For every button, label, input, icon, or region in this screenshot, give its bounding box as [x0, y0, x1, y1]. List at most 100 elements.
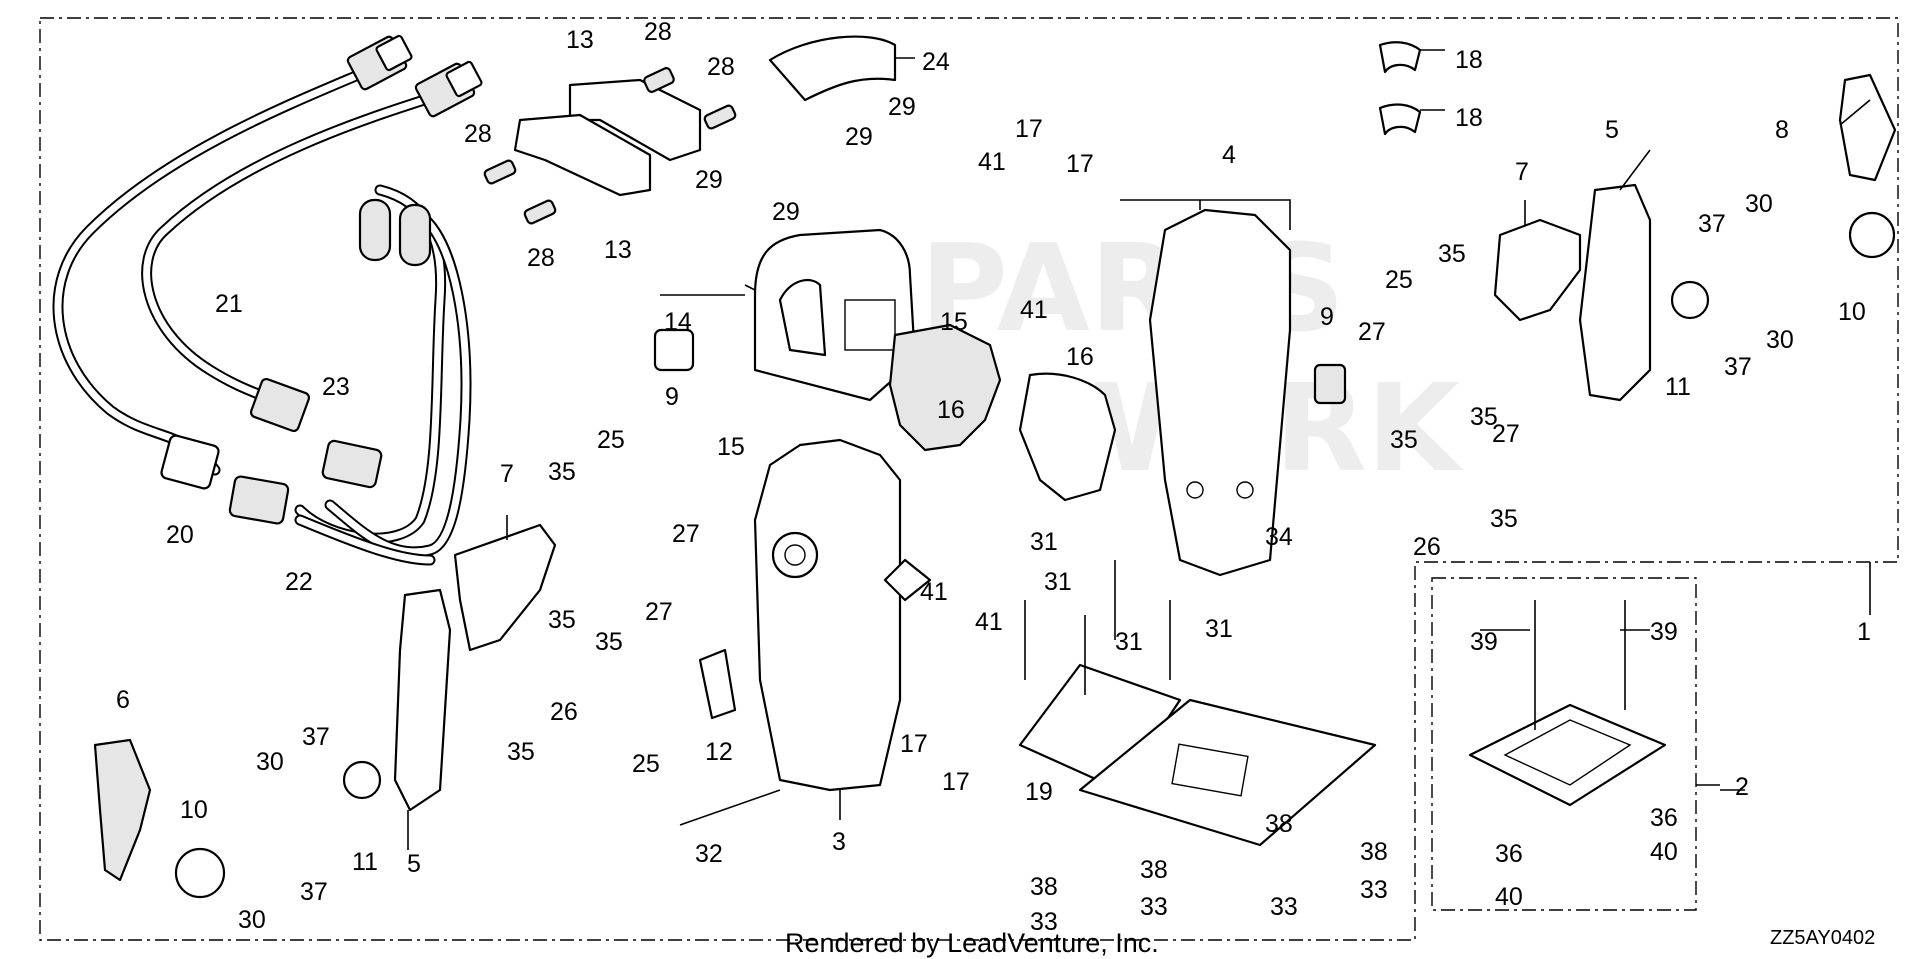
bracket-13-group: [483, 67, 737, 225]
part-11-right: [1670, 280, 1710, 320]
label-41d: 41: [975, 608, 1003, 636]
label-11a: 11: [352, 848, 378, 876]
label-8: 8: [1775, 116, 1789, 144]
label-39b: 39: [1650, 618, 1678, 646]
label-28c: 28: [464, 120, 492, 148]
label-41c: 41: [920, 578, 948, 606]
label-30b: 30: [238, 906, 266, 934]
label-26a: 26: [550, 698, 578, 726]
label-21: 21: [215, 290, 243, 318]
part-10-right: [1848, 211, 1896, 259]
label-29c: 29: [695, 166, 723, 194]
part-14-cover: [753, 228, 917, 402]
label-35h: 35: [1490, 505, 1518, 533]
label-31b: 31: [1044, 568, 1072, 596]
label-4: 4: [1222, 141, 1236, 169]
label-17c: 17: [900, 730, 928, 758]
leader-lines: [407, 49, 1871, 850]
label-27d: 27: [1492, 420, 1520, 448]
label-25c: 25: [632, 750, 660, 778]
label-35e: 35: [1438, 240, 1466, 268]
label-20: 20: [166, 521, 194, 549]
label-23: 23: [322, 373, 350, 401]
part-11-left: [342, 760, 382, 800]
label-10b: 10: [1838, 298, 1866, 326]
label-31c: 31: [1115, 628, 1143, 656]
label-37d: 37: [1724, 353, 1752, 381]
label-38b: 38: [1140, 856, 1168, 884]
label-35b: 35: [548, 606, 576, 634]
label-36a: 36: [1650, 804, 1678, 832]
label-28d: 28: [527, 244, 555, 272]
label-18a: 18: [1455, 46, 1483, 74]
label-3: 3: [832, 828, 846, 856]
bolts-31-39: [679, 560, 1626, 826]
part-7-right: [1493, 218, 1582, 322]
label-28a: 28: [644, 18, 672, 46]
part-12: [698, 648, 737, 720]
label-33b: 33: [1140, 893, 1168, 921]
part-5-right: [1578, 183, 1652, 402]
part-10-left: [174, 847, 226, 899]
label-38d: 38: [1360, 838, 1388, 866]
part-18-a: [1378, 41, 1422, 74]
label-5b: 5: [1605, 116, 1619, 144]
part-9-right: [1313, 363, 1347, 405]
label-39a: 39: [1470, 628, 1498, 656]
label-7b: 7: [1515, 158, 1529, 186]
label-27b: 27: [645, 598, 673, 626]
label-37c: 37: [1698, 210, 1726, 238]
label-30a: 30: [256, 748, 284, 776]
label-15b: 15: [717, 433, 745, 461]
label-10a: 10: [180, 796, 208, 824]
plate: [1078, 698, 1377, 847]
label-35d: 35: [507, 738, 535, 766]
wire-harness-group: [52, 34, 483, 566]
part-8: [1838, 73, 1897, 182]
label-30c: 30: [1745, 190, 1773, 218]
label-29a: 29: [888, 93, 916, 121]
label-35c: 35: [595, 628, 623, 656]
outer-frame: [39, 17, 1899, 941]
label-26b: 26: [1413, 533, 1441, 561]
label-11b: 11: [1665, 373, 1691, 401]
label-29b: 29: [845, 123, 873, 151]
label-17a: 17: [1015, 115, 1043, 143]
label-17d: 17: [942, 768, 970, 796]
part-6: [93, 738, 152, 882]
label-33c: 33: [1030, 908, 1058, 936]
label-17b: 17: [1066, 150, 1094, 178]
label-27a: 27: [672, 520, 700, 548]
label-38a: 38: [1265, 810, 1293, 838]
diagram-code: ZZ5AY0402: [1770, 927, 1875, 949]
label-19: 19: [1025, 778, 1053, 806]
label-31d: 31: [1205, 615, 1233, 643]
label-24: 24: [922, 48, 950, 76]
part-16-cover-b: [1018, 372, 1117, 502]
label-9b: 9: [1320, 303, 1334, 331]
label-38c: 38: [1030, 873, 1058, 901]
part-5-left: [393, 588, 452, 812]
label-40a: 40: [1650, 838, 1678, 866]
label-29d: 29: [772, 198, 800, 226]
label-18b: 18: [1455, 104, 1483, 132]
kit-frame-2: [1431, 577, 1697, 911]
part-labels: 1 2 3 4 5 5 6 7 7 8 9 9 10 10 11 11 12 1…: [116, 18, 1871, 936]
footer-credit: Rendered by LeadVenture, Inc.: [785, 928, 1159, 958]
label-25a: 25: [597, 426, 625, 454]
label-37a: 37: [302, 723, 330, 751]
label-16a: 16: [1066, 343, 1094, 371]
part-9-left: [653, 328, 695, 372]
part-16-cover-a: [888, 323, 1002, 452]
label-31a: 31: [1030, 528, 1058, 556]
label-6: 6: [116, 686, 130, 714]
label-13b: 13: [604, 236, 632, 264]
label-35a: 35: [548, 458, 576, 486]
part-3-housing: [753, 438, 932, 792]
label-27c: 27: [1358, 318, 1386, 346]
label-34: 34: [1265, 523, 1293, 551]
kit-2-gasket: [1468, 703, 1667, 807]
label-40b: 40: [1495, 883, 1523, 911]
part-4-housing: [1148, 208, 1292, 577]
